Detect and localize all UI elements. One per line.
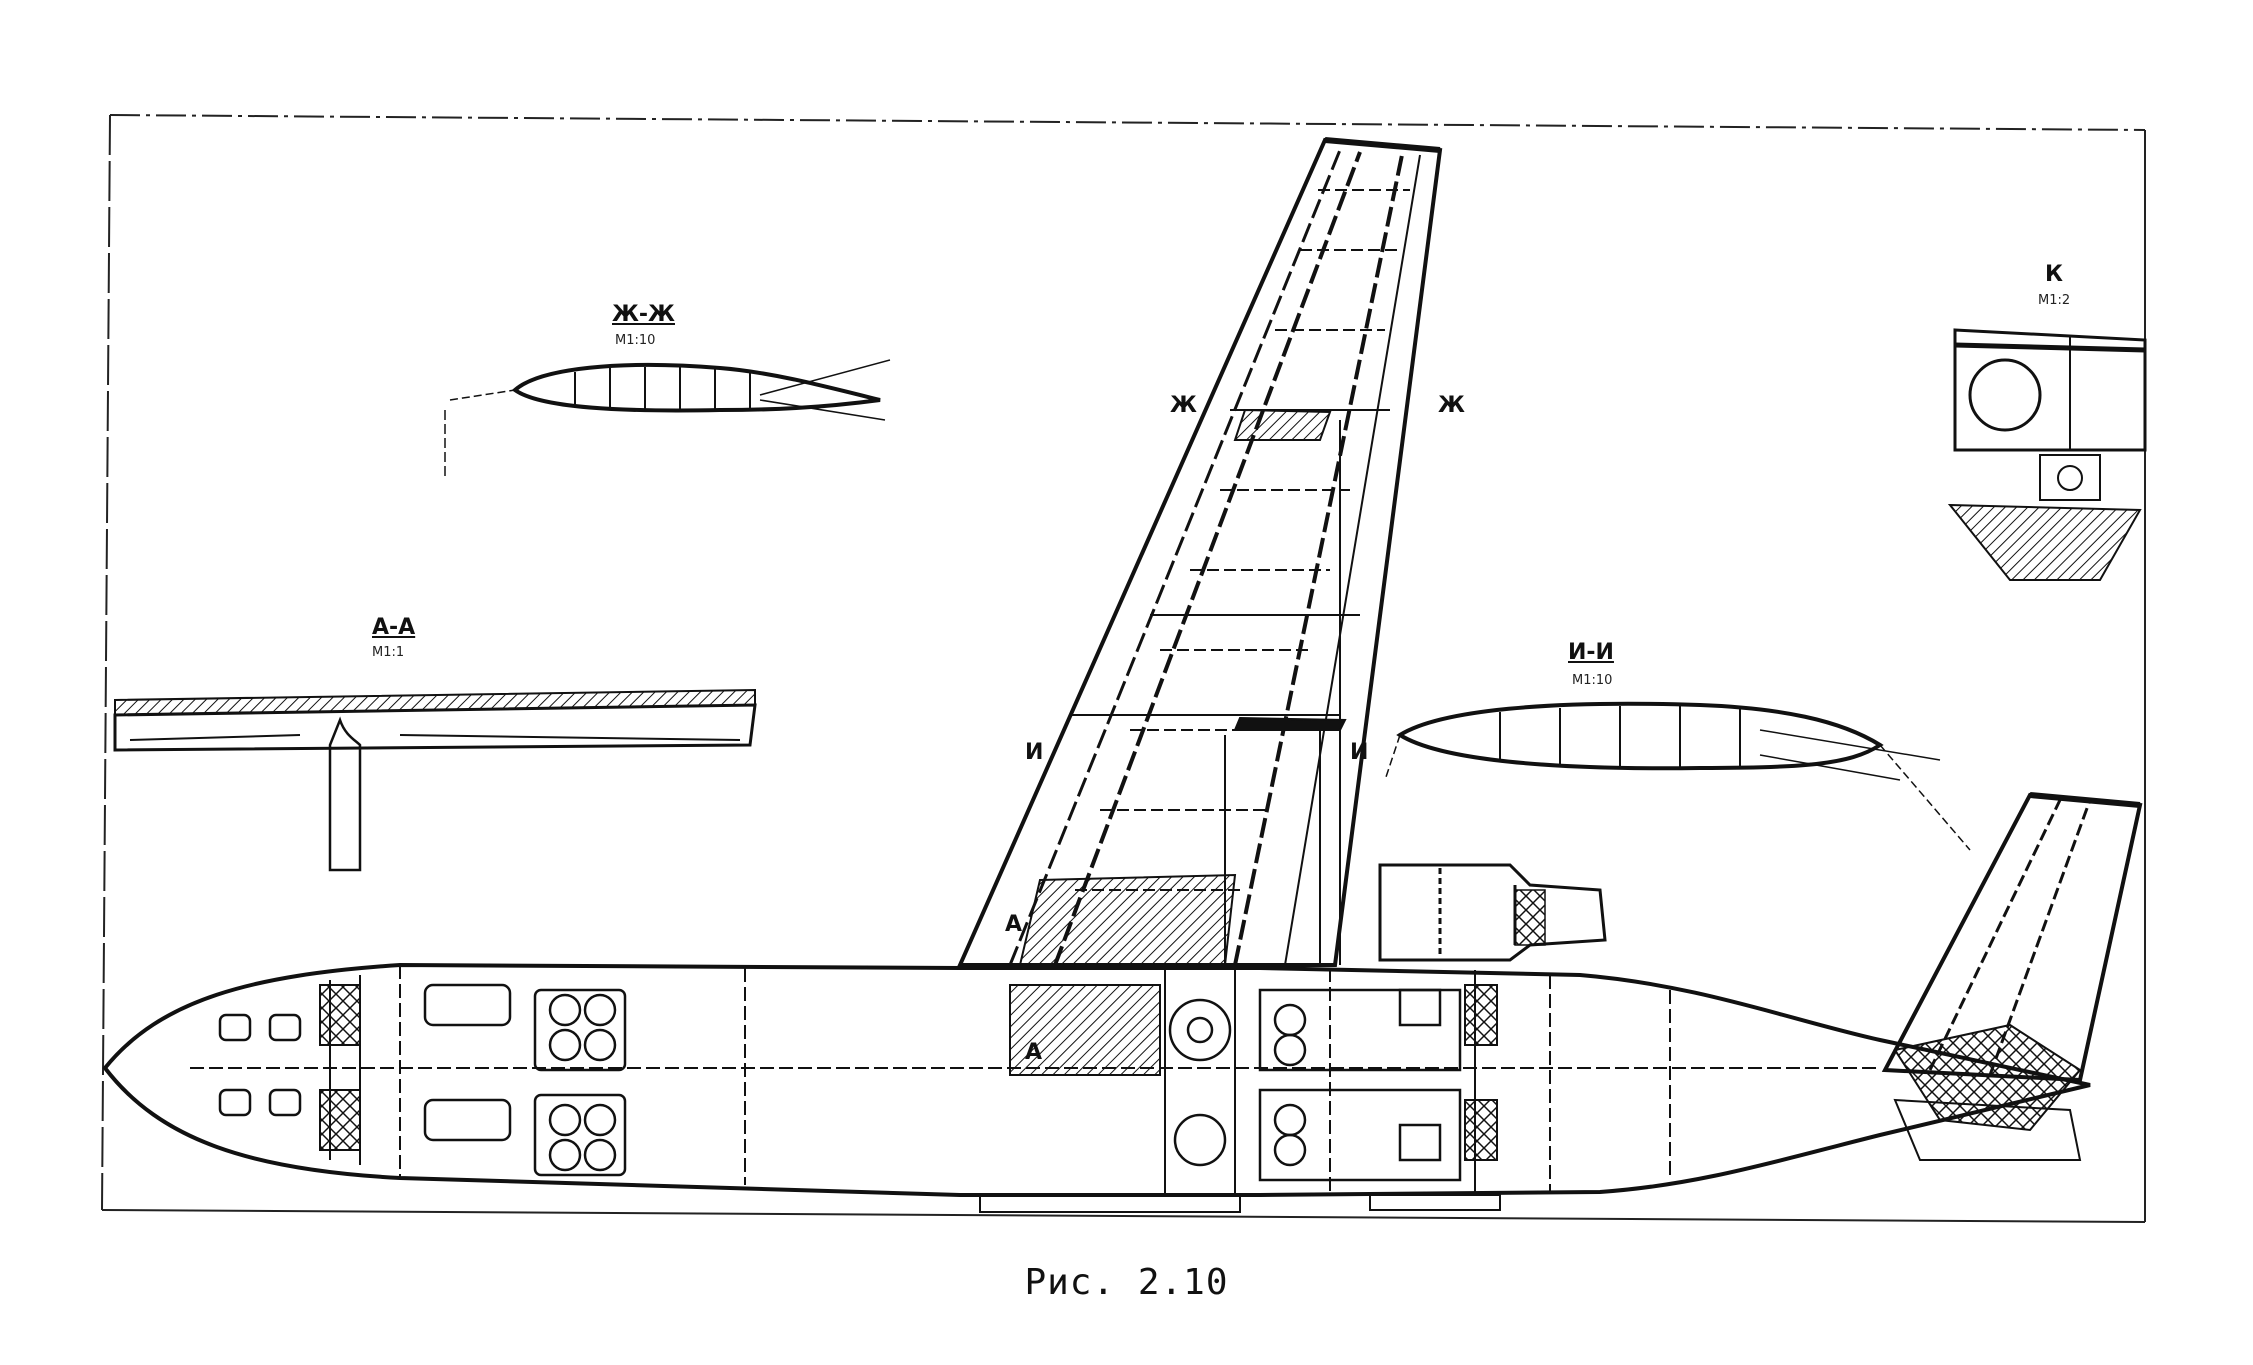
engine-nacelle bbox=[1378, 863, 1607, 962]
section-i-airfoil bbox=[1384, 701, 1971, 851]
figure-caption: Рис. 2.10 bbox=[1024, 1262, 1229, 1303]
cut-mark-a-bottom: А bbox=[1025, 1040, 1043, 1065]
view-k-scale: М1:2 bbox=[2038, 293, 2071, 308]
section-zh-airfoil bbox=[444, 359, 891, 480]
section-a-detail bbox=[113, 688, 757, 872]
section-a-scale: М1:1 bbox=[372, 645, 405, 660]
cut-mark-a-top: А bbox=[1005, 912, 1023, 937]
view-k-detail bbox=[1947, 328, 2147, 581]
section-zh-scale: М1:10 bbox=[615, 333, 656, 348]
section-i-title: И-И bbox=[1568, 640, 1614, 665]
tail-fin bbox=[1881, 792, 2143, 1161]
cut-mark-i-right: И bbox=[1350, 740, 1369, 765]
cut-mark-zh-left: Ж bbox=[1170, 393, 1197, 418]
section-zh-title: Ж-Ж bbox=[612, 302, 675, 327]
cut-mark-i-left: И bbox=[1025, 740, 1044, 765]
section-a-title: А-А bbox=[372, 615, 416, 640]
drawing-frame bbox=[101, 114, 2146, 1223]
fuselage bbox=[102, 962, 2091, 1213]
main-wing bbox=[956, 137, 1443, 1076]
view-k-title: К bbox=[2045, 262, 2063, 287]
section-i-scale: М1:10 bbox=[1572, 673, 1613, 688]
cut-mark-zh-right: Ж bbox=[1438, 393, 1465, 418]
